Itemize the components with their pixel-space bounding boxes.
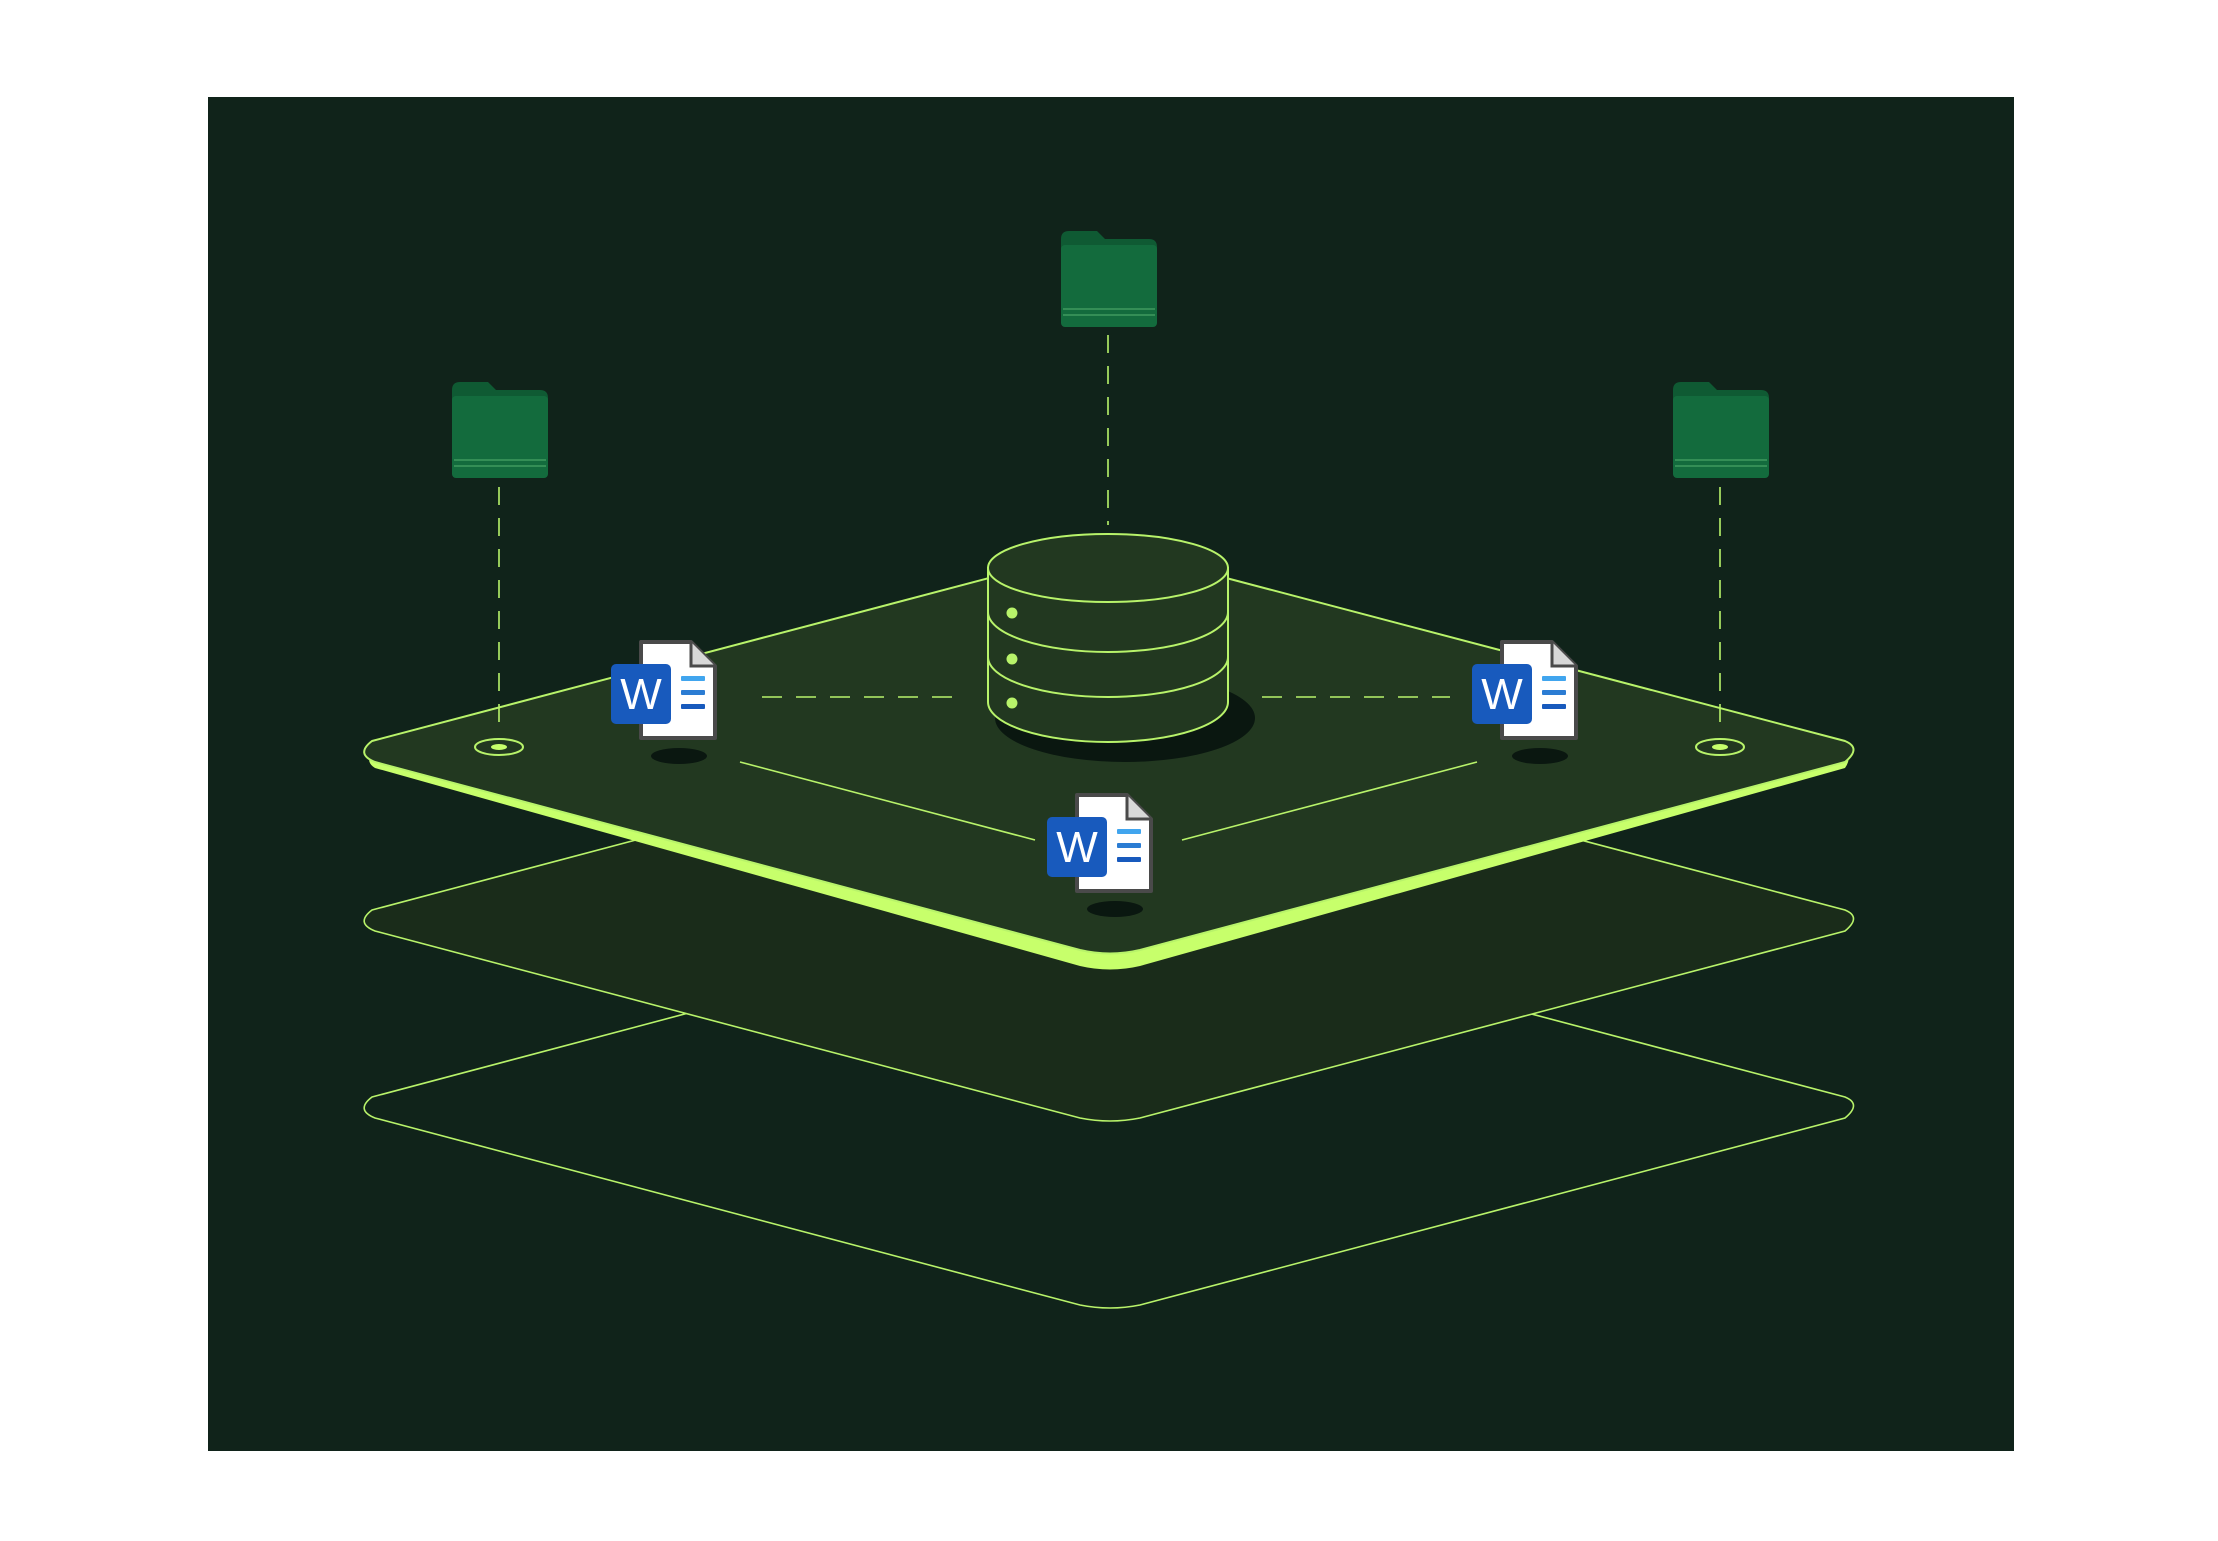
connector-lines xyxy=(739,696,1478,841)
word-document-icon: W xyxy=(1472,640,1578,764)
word-letter: W xyxy=(620,670,662,719)
folder-drop-lines xyxy=(498,335,1721,735)
anchor-point-right xyxy=(1695,738,1745,756)
folder-icon xyxy=(1673,382,1769,478)
connector-solid-left xyxy=(739,761,1036,841)
word-letter: W xyxy=(1481,670,1523,719)
folder-icon xyxy=(452,382,548,478)
connector-solid-right xyxy=(1181,761,1478,841)
word-document-icon: W xyxy=(611,640,717,764)
platform-layer-bottom xyxy=(363,904,1855,1309)
word-document-icon: W xyxy=(1047,793,1153,917)
anchor-point-left xyxy=(474,738,524,756)
folder-icon xyxy=(1061,231,1157,327)
database-icon xyxy=(987,533,1255,762)
word-letter: W xyxy=(1056,823,1098,872)
